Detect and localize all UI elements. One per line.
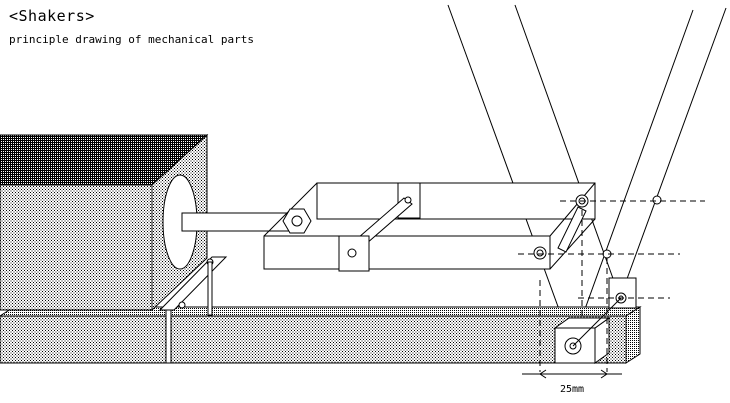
dimension-label: 25mm bbox=[560, 384, 584, 395]
lower-pad bbox=[338, 235, 370, 272]
side-bearing bbox=[572, 277, 637, 347]
motor-bracket bbox=[158, 256, 228, 364]
construction-lines bbox=[518, 200, 705, 372]
page-subtitle: principle drawing of mechanical parts bbox=[9, 33, 255, 46]
hex-nut bbox=[282, 208, 312, 234]
motor-housing bbox=[0, 133, 209, 312]
linkage-frame bbox=[263, 182, 596, 270]
pivot-joints bbox=[533, 194, 589, 260]
dimension-25mm: 25mm bbox=[522, 369, 622, 395]
pendulum-pivots bbox=[602, 195, 662, 259]
page-title: <Shakers> bbox=[9, 7, 95, 25]
base-plate bbox=[0, 306, 642, 364]
crank-block bbox=[553, 317, 611, 364]
suspension-lines bbox=[447, 4, 727, 346]
